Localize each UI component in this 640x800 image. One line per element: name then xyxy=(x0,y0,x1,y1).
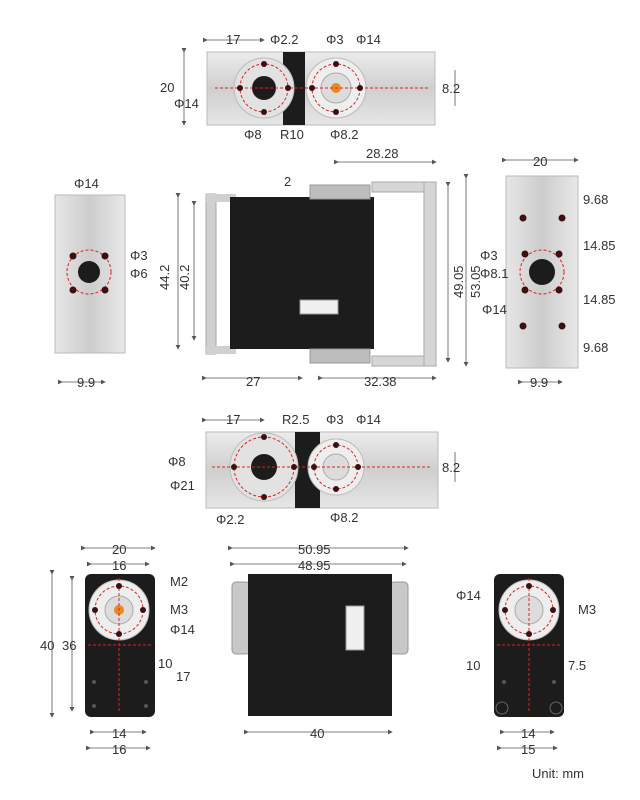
mid-bracket-view: 17 R2.5 Φ3 Φ14 Φ8 8.2 Φ21 Φ2.2 Φ8.2 xyxy=(168,412,460,527)
front-h5305-label: 53.05 xyxy=(468,265,483,298)
front-h4905-label: 49.05 xyxy=(451,265,466,298)
servo-front-m2-label: M2 xyxy=(170,574,188,589)
servo-side-w40-label: 40 xyxy=(310,726,324,741)
top-r10-label: R10 xyxy=(280,127,304,142)
servo-front-view: 20 16 M2 M3 Φ14 40 36 10 17 14 16 xyxy=(40,542,195,757)
right-phi14-label: Φ14 xyxy=(482,302,507,317)
top-bracket-view: 17 Φ2.2 Φ3 Φ14 20 Φ14 8.2 Φ8 R10 Φ8.2 xyxy=(160,32,460,142)
front-d2-label: 2 xyxy=(284,174,291,189)
left-phi6-label: Φ6 xyxy=(130,266,148,281)
servo-back-w14-label: 14 xyxy=(521,726,535,741)
servo-front-h36-label: 36 xyxy=(62,638,76,653)
servo-back-d10-label: 10 xyxy=(466,658,480,673)
top-phi14l-label: Φ14 xyxy=(174,96,199,111)
top-offset-label: 8.2 xyxy=(442,81,460,96)
top-height-label: 20 xyxy=(160,80,174,95)
left-plate-view: Φ14 Φ3 Φ6 9.9 xyxy=(54,176,148,390)
mid-phi21-label: Φ21 xyxy=(170,478,195,493)
servo-back-d75-label: 7.5 xyxy=(568,658,586,673)
left-phi14-label: Φ14 xyxy=(74,176,99,191)
right-phi81-label: Φ8.1 xyxy=(480,266,508,281)
right-w99-label: 9.9 xyxy=(530,375,548,390)
servo-front-m3-label: M3 xyxy=(170,602,188,617)
unit-label: Unit: mm xyxy=(532,766,584,781)
right-plate-view: 20 9.68 Φ3 14.85 Φ8.1 14.85 Φ14 9.68 9.9 xyxy=(480,154,616,390)
right-w20-label: 20 xyxy=(533,154,547,169)
servo-front-phi14-label: Φ14 xyxy=(170,622,195,637)
mid-phi8-label: Φ8 xyxy=(168,454,186,469)
servo-side-w5095-label: 50.95 xyxy=(298,542,331,557)
servo-back-w15-label: 15 xyxy=(521,742,535,757)
mid-phi3-label: Φ3 xyxy=(326,412,344,427)
mid-r25-label: R2.5 xyxy=(282,412,309,427)
servo-front-w16b-label: 16 xyxy=(112,742,126,757)
servo-side-view: 50.95 48.95 40 xyxy=(228,542,409,741)
servo-back-phi14-label: Φ14 xyxy=(456,588,481,603)
top-phi14r-label: Φ14 xyxy=(356,32,381,47)
top-phi8-label: Φ8 xyxy=(244,127,262,142)
left-phi3-label: Φ3 xyxy=(130,248,148,263)
right-d968b-label: 9.68 xyxy=(583,340,608,355)
right-d1485a-label: 14.85 xyxy=(583,238,616,253)
front-h442-label: 44.2 xyxy=(157,265,172,290)
servo-back-m3-label: M3 xyxy=(578,602,596,617)
top-phi22-label: Φ2.2 xyxy=(270,32,298,47)
top-phi3-label: Φ3 xyxy=(326,32,344,47)
mid-w17-label: 17 xyxy=(226,412,240,427)
servo-front-w14-label: 14 xyxy=(112,726,126,741)
mid-phi22-label: Φ2.2 xyxy=(216,512,244,527)
right-d1485b-label: 14.85 xyxy=(583,292,616,307)
left-width-label: 9.9 xyxy=(77,375,95,390)
mid-phi14-label: Φ14 xyxy=(356,412,381,427)
front-assembly-view: 2 28.28 44.2 40.2 49.05 53.05 27 32.38 xyxy=(157,146,483,389)
servo-back-view: Φ14 M3 10 7.5 14 15 xyxy=(456,574,596,757)
front-h402-label: 40.2 xyxy=(177,265,192,290)
servo-front-d17-label: 17 xyxy=(176,669,190,684)
mid-offset-label: 8.2 xyxy=(442,460,460,475)
mid-phi82-label: Φ8.2 xyxy=(330,510,358,525)
servo-side-w4895-label: 48.95 xyxy=(298,558,331,573)
right-d968a-label: 9.68 xyxy=(583,192,608,207)
servo-front-d10-label: 10 xyxy=(158,656,172,671)
front-w3238-label: 32.38 xyxy=(364,374,397,389)
servo-front-w20-label: 20 xyxy=(112,542,126,557)
servo-front-h40-label: 40 xyxy=(40,638,54,653)
top-width-label: 17 xyxy=(226,32,240,47)
top-phi82-label: Φ8.2 xyxy=(330,127,358,142)
front-w27-label: 27 xyxy=(246,374,260,389)
right-phi3-label: Φ3 xyxy=(480,248,498,263)
servo-front-w16-label: 16 xyxy=(112,558,126,573)
front-d2828-label: 28.28 xyxy=(366,146,399,161)
